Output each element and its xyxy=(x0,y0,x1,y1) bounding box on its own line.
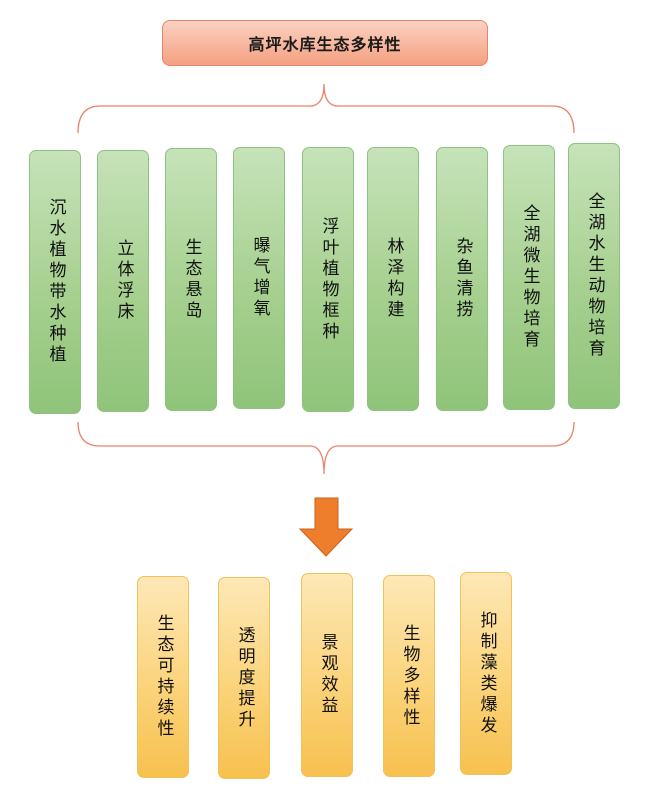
measure-box-9: 全湖水生动物培育 xyxy=(568,143,620,409)
measure-label-1: 沉水植物带水种植 xyxy=(45,198,66,366)
diagram-title: 高坪水库生态多样性 xyxy=(248,35,402,54)
measure-box-1: 沉水植物带水种植 xyxy=(29,150,81,414)
outcome-label-1: 生态可持续性 xyxy=(153,614,174,740)
down-arrow xyxy=(298,497,354,557)
outcome-box-4: 生物多样性 xyxy=(383,575,435,777)
outcome-box-1: 生态可持续性 xyxy=(137,576,189,778)
measure-label-3: 生态悬岛 xyxy=(181,237,202,322)
outcome-label-4: 生物多样性 xyxy=(399,623,420,729)
outcome-box-3: 景观效益 xyxy=(301,573,353,777)
outcome-label-5: 抑制藻类爆发 xyxy=(476,610,497,737)
measure-box-7: 杂鱼清捞 xyxy=(436,147,488,411)
measure-label-5: 浮叶植物框种 xyxy=(318,216,339,343)
top-bracket xyxy=(77,83,575,134)
measure-label-2: 立体浮床 xyxy=(113,239,134,323)
measure-label-4: 曝气增氧 xyxy=(249,236,270,320)
measure-box-4: 曝气增氧 xyxy=(233,147,285,409)
measure-box-3: 生态悬岛 xyxy=(165,148,217,411)
measure-box-6: 林泽构建 xyxy=(367,147,419,411)
measure-label-6: 林泽构建 xyxy=(383,237,404,321)
measure-label-7: 杂鱼清捞 xyxy=(452,237,473,321)
title-box: 高坪水库生态多样性 xyxy=(162,20,488,66)
measure-box-5: 浮叶植物框种 xyxy=(302,147,354,412)
outcome-label-2: 透明度提升 xyxy=(234,625,255,731)
outcome-box-5: 抑制藻类爆发 xyxy=(460,572,512,775)
outcome-box-2: 透明度提升 xyxy=(218,577,270,779)
measure-box-8: 全湖微生物培育 xyxy=(503,145,555,410)
bottom-bracket xyxy=(77,421,575,475)
measure-label-8: 全湖微生物培育 xyxy=(519,204,540,351)
measure-box-2: 立体浮床 xyxy=(97,150,149,412)
outcome-label-3: 景观效益 xyxy=(317,633,338,717)
measure-label-9: 全湖水生动物培育 xyxy=(584,192,605,360)
